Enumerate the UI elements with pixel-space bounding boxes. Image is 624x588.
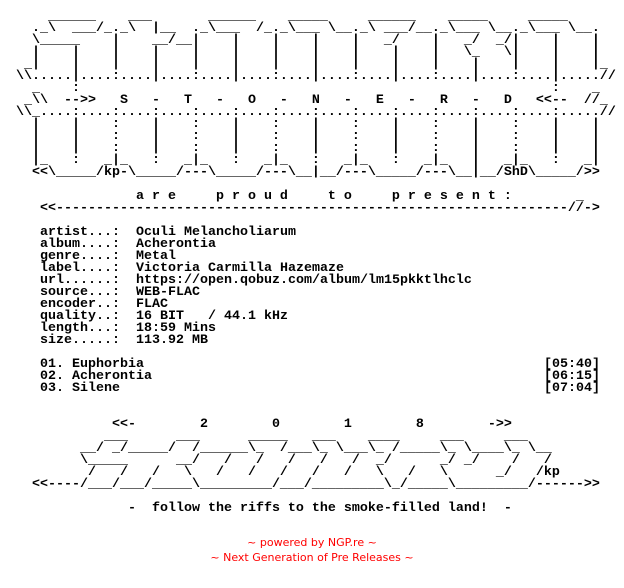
track-row: 03. Silene [07:04] <box>0 381 616 396</box>
footer-art-line: __/ _/_____/ /______\_ /___\_ \___\_ /__… <box>0 441 552 456</box>
info-label: album....: <box>40 237 120 252</box>
info-value: 16 BIT / 44.1 kHz <box>136 309 288 324</box>
info-label: genre....: <box>40 249 120 264</box>
tracklist: 01. Euphorbia [05:40] 02. Acherontia [06:15… <box>0 357 616 396</box>
info-row: quality..: 16 BIT / 44.1 kHz <box>0 309 616 324</box>
present-line: a r e p r o u d t o p r e s e n t : _ <box>0 189 584 204</box>
header-art-line: | | : | : | : | : | : | : | | <box>0 129 600 144</box>
info-row: url......: https://open.qobuz.com/album/l… <box>0 273 616 288</box>
info-value: 113.92 MB <box>136 333 208 348</box>
info-value: WEB-FLAC <box>136 285 200 300</box>
info-row: artist...: Oculi Melancholiarum <box>0 225 616 240</box>
track-title: 02. Acherontia <box>40 369 152 384</box>
info-value: 18:59 Mins <box>136 321 216 336</box>
track-row: 02. Acherontia [06:15] <box>0 369 616 384</box>
info-value: Metal <box>136 249 176 264</box>
nfo-viewer: ______ ___ ______ _____ ______ _____ ___… <box>0 9 616 516</box>
info-row: label....: Victoria Carmilla Hazemaze <box>0 261 616 276</box>
info-row: encoder..: FLAC <box>0 297 616 312</box>
header-art-line: \_____ | __/__| | | | | _/ | _/ _/| | | <box>0 33 600 48</box>
info-label: source...: <box>40 285 120 300</box>
header-art-line: <<\_____/kp-\_____/---\_____/---\__|__/-… <box>0 165 600 180</box>
info-label: url......: <box>40 273 120 288</box>
tagline: - follow the riffs to the smoke-filled l… <box>0 501 512 516</box>
header-art-line: | | : | : | : | : | : | : | | <box>0 141 600 156</box>
header-art-line: | | | | | | | | | | | \_ \| | | <box>0 45 600 60</box>
header-art-line: ______ ___ ______ _____ ______ _____ ___… <box>0 9 568 24</box>
next-generation-text: ~ Next Generation of Pre Releases ~ <box>210 551 414 564</box>
info-label: encoder..: <box>40 297 120 312</box>
footer-art-line: / / / \ / / / / / \ / \ _/ /kp <box>0 465 560 480</box>
header-art-line: \\_....:....:....:....:....:....:....:..… <box>0 105 616 120</box>
info-label: quality..: <box>40 309 120 324</box>
divider-line: <<--------------------------------------… <box>0 201 600 216</box>
info-row: source...: WEB-FLAC <box>0 285 616 300</box>
info-label: length...: <box>40 321 120 336</box>
footer-ascii-year-art: <<- 2 0 1 8 ->> ___ ___ _____ ___ ____ _… <box>0 417 616 492</box>
header-art-line: ._\ ___/_._\ |__ ._\___ /_._\___ \__._\ … <box>0 21 600 36</box>
track-duration: [05:40] <box>544 357 600 372</box>
footer-art-line: <<----/___/___/_____\_________/___/_____… <box>0 477 600 492</box>
info-value: Acherontia <box>136 237 216 252</box>
info-label: artist...: <box>40 225 120 240</box>
info-row: album....: Acherontia <box>0 237 616 252</box>
track-title: 03. Silene <box>40 381 120 396</box>
info-label: size.....: <box>40 333 120 348</box>
footer-art-line: \_____ __/ / / / / / _/ _/ _/ / / <box>0 453 552 468</box>
info-value: Victoria Carmilla Hazemaze <box>136 261 344 276</box>
info-value: https://open.qobuz.com/album/lm15pkktlhc… <box>136 273 472 288</box>
footer-art-line: ___ ___ _____ ___ ____ ___ ___ <box>0 429 528 444</box>
header-art-line: _ : : _ <box>0 81 600 96</box>
info-value: FLAC <box>136 297 168 312</box>
track-duration: [06:15] <box>544 369 600 384</box>
powered-by-text: ~ powered by NGP.re ~ <box>247 536 377 549</box>
track-row: 01. Euphorbia [05:40] <box>0 357 616 372</box>
footer-art-line: <<- 2 0 1 8 ->> <box>0 417 512 432</box>
site-footer: ~ powered by NGP.re ~ ~ Next Generation … <box>0 535 624 565</box>
track-title: 01. Euphorbia <box>40 357 144 372</box>
info-row: genre....: Metal <box>0 249 616 264</box>
info-row: size.....: 113.92 MB <box>0 333 616 348</box>
header-ascii-logo: ______ ___ ______ _____ ______ _____ ___… <box>0 9 616 180</box>
header-art-line: _| | | | | | | | | | | | | | |_ <box>0 57 608 72</box>
header-art-line: \\.....|....:....|....:....|....:....|..… <box>0 69 616 84</box>
info-value: Oculi Melancholiarum <box>136 225 296 240</box>
info-label: label....: <box>40 261 120 276</box>
header-art-line: |_ : _|_ : _|_ : _|_ : _|_ : _|_ | _|_ :… <box>0 153 600 168</box>
header-art-line: _\\ -->> S - T - O - N - E - R - D <<-- … <box>0 93 608 108</box>
track-duration: [07:04] <box>544 381 600 396</box>
header-art-line: | | : | : | : | : | : | : | | <box>0 117 600 132</box>
info-row: length...: 18:59 Mins <box>0 321 616 336</box>
